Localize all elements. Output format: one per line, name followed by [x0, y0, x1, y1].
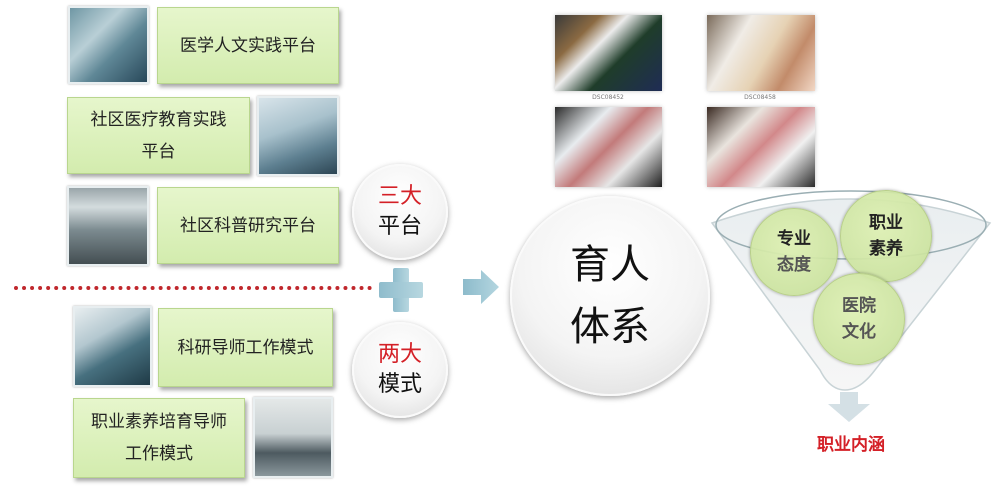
- photo-caption: DSC08452: [592, 94, 624, 101]
- section-divider: [14, 286, 372, 290]
- platform-label: 社区科普研究平台: [180, 215, 316, 236]
- badge-top-text: 三大: [377, 184, 422, 209]
- two-modes-badge: 两大 模式: [352, 322, 448, 418]
- circle-line2: 文化: [842, 322, 876, 342]
- platform-box-medical-humanities: 医学人文实践平台: [157, 7, 339, 84]
- platform-label: 医学人文实践平台: [180, 35, 316, 56]
- mode-box-professional-mentor: 职业素养培育导师 工作模式: [73, 398, 245, 478]
- circle-line1: 医院: [842, 296, 876, 316]
- platform-label-line2: 平台: [141, 141, 176, 162]
- medical-humanities-photo: [68, 6, 149, 84]
- arrow-right-icon: [463, 270, 499, 304]
- professional-attitude-circle: 专业 态度: [750, 208, 838, 296]
- plus-icon: [379, 268, 423, 312]
- professional-mentor-photo: [253, 397, 333, 478]
- circle-line2: 素养: [869, 239, 903, 259]
- arrow-down-icon: [828, 392, 870, 422]
- platform-label-line1: 社区医疗教育实践: [90, 109, 227, 130]
- circle-line1: 专业: [777, 229, 811, 249]
- community-science-research-photo: [67, 186, 149, 266]
- community-medical-education-photo: [257, 96, 339, 176]
- education-system-circle: 育人 体系: [510, 196, 710, 396]
- badge-bottom-text: 平台: [377, 214, 422, 239]
- activity-photo-2: [707, 15, 815, 91]
- mode-label: 科研导师工作模式: [177, 337, 314, 358]
- funnel-result-label: 职业内涵: [817, 435, 885, 455]
- platform-box-community-science-research: 社区科普研究平台: [157, 187, 339, 264]
- three-platforms-badge: 三大 平台: [352, 164, 448, 260]
- center-line2: 体系: [570, 304, 650, 350]
- research-mentor-photo: [73, 306, 152, 387]
- badge-top-text: 两大: [377, 342, 422, 367]
- circle-line2: 态度: [777, 255, 811, 275]
- activity-photo-3: [555, 107, 662, 187]
- hospital-culture-circle: 医院 文化: [813, 273, 905, 365]
- circle-line1: 职业: [869, 213, 903, 233]
- mode-box-research-mentor: 科研导师工作模式: [158, 308, 333, 387]
- center-line1: 育人: [570, 242, 650, 288]
- photo-caption: DSC08458: [744, 94, 776, 101]
- badge-bottom-text: 模式: [377, 372, 422, 397]
- platform-box-community-medical-education: 社区医疗教育实践 平台: [67, 97, 250, 174]
- mode-label-line2: 工作模式: [125, 444, 193, 464]
- activity-photo-1: [555, 15, 662, 91]
- activity-photo-4: [707, 107, 815, 187]
- professional-literacy-circle: 职业 素养: [840, 190, 932, 282]
- mode-label-line1: 职业素养培育导师: [91, 412, 227, 432]
